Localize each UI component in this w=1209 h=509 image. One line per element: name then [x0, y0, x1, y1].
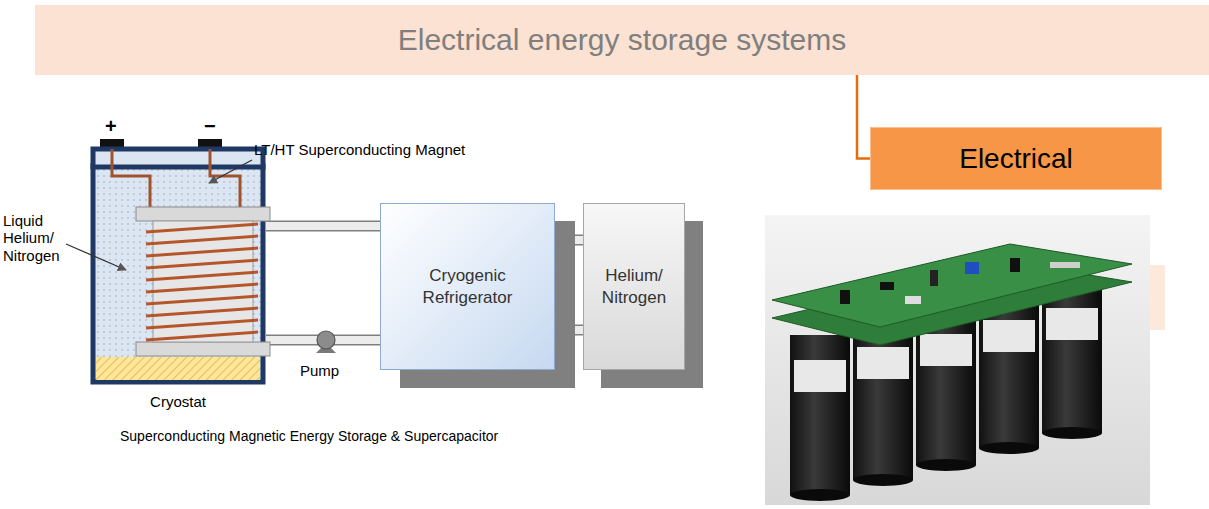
pipe-wall	[266, 221, 380, 232]
pipe-bore	[555, 236, 583, 244]
pipe-bore	[266, 222, 380, 230]
coolant-pipe	[266, 226, 380, 227]
supercapacitor-photo	[765, 215, 1150, 505]
cryostat-vessel: Cryostat	[90, 145, 266, 385]
connector-line	[857, 75, 870, 159]
magnet-plate	[136, 207, 270, 221]
node-label: Electrical	[959, 143, 1073, 175]
magnet-plate	[136, 342, 270, 356]
category-box: Electrical	[870, 127, 1162, 190]
pipe-wall	[555, 235, 583, 246]
node-label: Cryostat	[90, 393, 266, 410]
leader-lines	[66, 160, 252, 270]
part-label: Liquid Helium/ Nitrogen	[3, 212, 65, 264]
title-band: Electrical energy storage systems	[35, 5, 1209, 75]
figure-caption: Superconducting Magnetic Energy Storage …	[120, 428, 498, 444]
node-label: Electrical energy storage systems	[398, 23, 847, 57]
node-label: Cryogenic Refrigerator	[403, 265, 532, 308]
cryostat-drawing	[93, 139, 270, 382]
cryostat-base	[96, 357, 260, 380]
tree-connector	[857, 75, 870, 159]
pump-symbol	[316, 331, 336, 353]
part-label: LT/HT Superconducting Magnet	[254, 141, 465, 158]
pipe-wall	[555, 325, 583, 336]
magnet-coil	[146, 224, 258, 340]
node-label: Helium/ Nitrogen	[596, 265, 672, 308]
refrigerator-box: Cryogenic Refrigerator	[380, 203, 555, 370]
part-label: −	[204, 115, 216, 138]
part-label: +	[105, 115, 117, 138]
lead-wire	[210, 149, 240, 207]
gas-supply-box: Helium/ Nitrogen	[583, 203, 685, 370]
part-label: Pump	[300, 362, 339, 379]
cryostat-lid	[93, 149, 263, 167]
coolant-pipe	[555, 330, 583, 331]
circuit-boards	[772, 244, 1132, 345]
lead-wire	[112, 149, 150, 207]
coolant-pipe	[555, 240, 583, 241]
pipe-bore	[555, 326, 583, 334]
